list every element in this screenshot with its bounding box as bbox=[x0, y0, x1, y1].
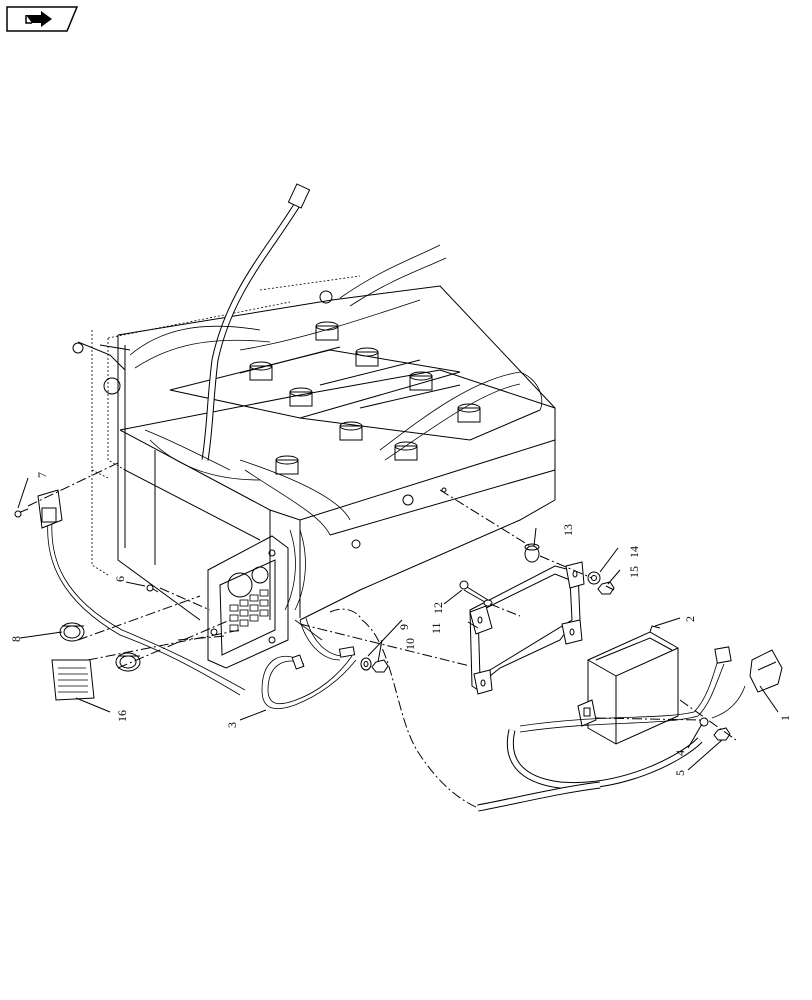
bolt-6 bbox=[146, 584, 159, 593]
battery-cables bbox=[72, 183, 543, 611]
relay-panel bbox=[207, 535, 289, 669]
chassis-frame bbox=[91, 275, 556, 621]
callout-2: 2 bbox=[683, 616, 697, 622]
leader-lines bbox=[17, 477, 779, 771]
callout-7: 7 bbox=[35, 472, 49, 478]
assembly-centerlines bbox=[27, 461, 737, 809]
page-forward-button[interactable] bbox=[6, 6, 79, 32]
decal-label bbox=[51, 659, 95, 701]
harness-left bbox=[14, 489, 246, 696]
callout-13: 13 bbox=[561, 524, 575, 536]
callout-10: 10 bbox=[403, 638, 417, 650]
washer-14-nut-15 bbox=[587, 571, 615, 595]
bolt-12 bbox=[459, 580, 493, 607]
harness-right bbox=[477, 646, 783, 812]
callout-labels: 1 2 3 4 5 6 7 8 9 10 11 12 13 14 15 16 bbox=[9, 472, 792, 776]
callout-8: 8 bbox=[9, 636, 23, 642]
callout-9: 9 bbox=[397, 624, 411, 630]
rubber-mount bbox=[524, 543, 540, 563]
callout-6: 6 bbox=[113, 576, 127, 582]
callout-12: 12 bbox=[431, 602, 445, 614]
page-forward-icon bbox=[6, 6, 79, 32]
callout-16: 16 bbox=[115, 710, 129, 722]
callout-15: 15 bbox=[627, 566, 641, 578]
controller-module bbox=[577, 625, 679, 745]
battery-block bbox=[169, 321, 541, 475]
callout-4: 4 bbox=[673, 750, 687, 756]
callout-14: 14 bbox=[627, 546, 641, 558]
callout-5: 5 bbox=[673, 770, 687, 776]
callout-1: 1 bbox=[778, 715, 792, 721]
callout-3: 3 bbox=[225, 722, 239, 728]
washer-nut bbox=[360, 657, 389, 673]
cable-3 bbox=[261, 617, 357, 710]
callout-11: 11 bbox=[429, 622, 443, 634]
mounting-bracket bbox=[469, 561, 585, 695]
